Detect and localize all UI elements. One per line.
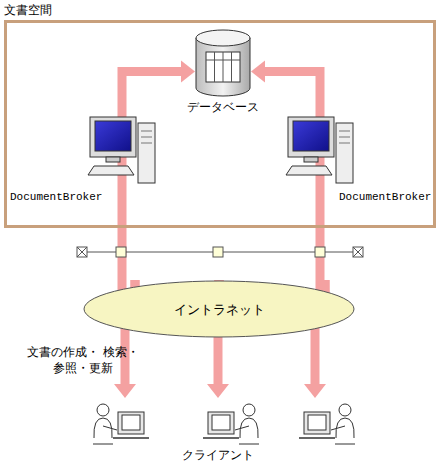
edge-label: 文書の作成・ 検索・参照・更新: [23, 344, 143, 376]
database-cylinder: [195, 28, 251, 98]
node-label: DocumentBroker: [339, 190, 431, 205]
tower: [336, 123, 353, 183]
document-space-frame: 文書空間データベースDocumentBrokerDocumentBroker: [4, 20, 436, 228]
client-desk: [203, 437, 239, 439]
person-arm: [235, 426, 249, 430]
arrow-head: [251, 60, 265, 82]
client-monitor: [118, 412, 144, 434]
broker-computer: DocumentBroker: [286, 115, 354, 185]
client-screen: [212, 415, 230, 430]
node-label: データベース: [163, 100, 283, 115]
connector: [251, 60, 320, 115]
terminator-box: [353, 247, 363, 257]
person-arm: [331, 426, 345, 430]
tower-slots: [339, 131, 350, 143]
person-chair: [335, 444, 355, 445]
node-label: DocumentBroker: [10, 190, 102, 205]
stand: [106, 157, 120, 162]
person-head: [339, 404, 351, 416]
terminator-box: [77, 247, 87, 257]
cylinder-top: [196, 30, 250, 46]
database-node: データベース: [195, 28, 251, 98]
person-chair: [239, 444, 259, 445]
arrow-head: [114, 384, 136, 398]
person-head: [97, 404, 109, 416]
intranet-ellipse: イントラネット: [83, 280, 355, 338]
client-desk: [113, 437, 149, 439]
node-label: 文書空間: [4, 3, 52, 18]
terminator-cross: [77, 247, 87, 257]
broker-computer: DocumentBroker: [88, 115, 156, 185]
monitor: [90, 117, 136, 157]
arrow-head: [207, 384, 229, 398]
network-tap: [213, 247, 223, 257]
network-tap: [116, 247, 126, 257]
grid-lines: [206, 52, 240, 82]
screen: [293, 121, 329, 151]
person-arm: [103, 426, 117, 430]
client-monitor: [208, 412, 234, 434]
tower-slots: [141, 131, 152, 143]
terminator-cross: [353, 247, 363, 257]
client-desk: [299, 437, 335, 439]
tower: [138, 123, 155, 183]
connector-line: [122, 71, 183, 115]
network-tap: [315, 247, 325, 257]
terminator: [353, 247, 363, 257]
computer-icon: [286, 115, 354, 185]
node-label: イントラネット: [83, 280, 355, 338]
client-group: [73, 398, 363, 448]
connector: [122, 60, 195, 115]
person-chair: [93, 444, 113, 445]
client-group-node: クライアント: [73, 398, 363, 448]
arrow-head: [304, 384, 326, 398]
connector-line: [263, 71, 320, 115]
arrow-head: [181, 60, 195, 82]
cylinder-body: [196, 38, 250, 96]
ellipse-outline: [84, 281, 354, 337]
keyboard: [88, 166, 134, 175]
client-screen: [308, 415, 326, 430]
screen: [95, 121, 131, 151]
connector-line: [311, 322, 320, 386]
computer-icon: [88, 115, 156, 185]
keyboard: [286, 166, 332, 175]
node-label: クライアント: [73, 448, 363, 463]
client-monitor: [304, 412, 330, 434]
stand: [304, 157, 318, 162]
record-grid: [206, 52, 240, 82]
monitor: [288, 117, 334, 157]
person-head: [243, 404, 255, 416]
terminator: [77, 247, 87, 257]
client-screen: [122, 415, 140, 430]
